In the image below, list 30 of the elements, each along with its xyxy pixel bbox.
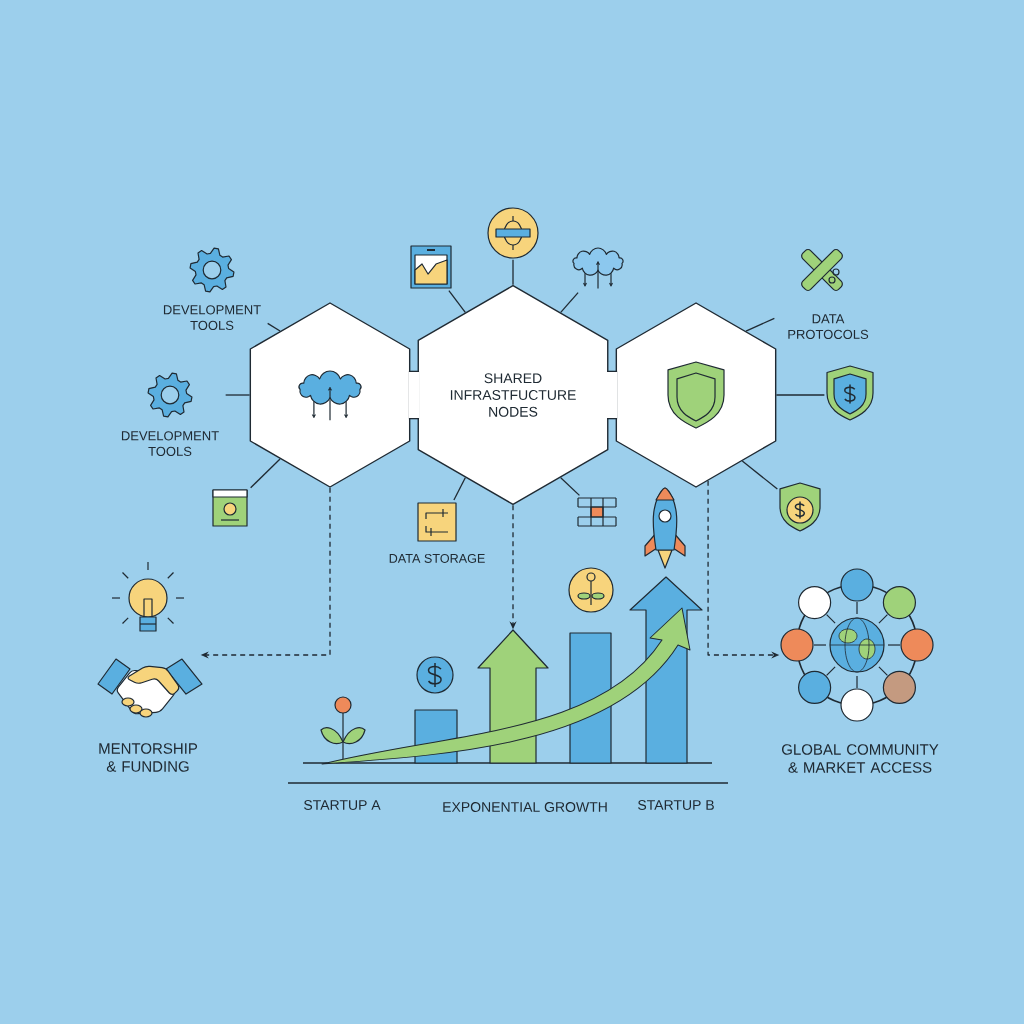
connector-line <box>250 458 281 489</box>
connector-line <box>512 259 514 286</box>
axis-label: EXPONENTIAL GROWTH <box>443 802 607 812</box>
text-label: DATA PROTOCOLS <box>788 314 869 339</box>
grid-icon <box>577 497 617 527</box>
connector-band <box>607 370 618 420</box>
cloud-icon <box>572 247 624 290</box>
text-label: DEVELOPMENT TOOLS <box>121 431 219 456</box>
axis-label: STARTUP B <box>638 800 714 810</box>
connector-line <box>225 394 251 396</box>
axis-label: STARTUP A <box>304 800 381 810</box>
connector-band <box>408 370 420 420</box>
connector-line <box>448 290 466 313</box>
text-label: DATA STORAGE <box>389 553 485 563</box>
connector-line <box>267 322 281 332</box>
connector-line <box>453 477 466 501</box>
chart-window-icon <box>410 245 452 289</box>
text-label: MENTORSHIP & FUNDING <box>99 743 198 772</box>
text-label: GLOBAL COMMUNITY & MARKET ACCESS <box>782 744 939 773</box>
connector-line <box>775 394 825 396</box>
browser-icon <box>212 489 248 527</box>
text-label: DEVELOPMENT TOOLS <box>163 305 261 330</box>
shield-icon <box>826 365 874 421</box>
circle-icon <box>487 207 539 259</box>
connector-line <box>741 460 778 490</box>
shield-icon <box>779 482 821 532</box>
connector-line <box>560 292 579 313</box>
hexagon-node: SHARED INFRASTFUCTURE NODES <box>417 284 609 506</box>
connector-line <box>560 477 581 496</box>
connector-line <box>745 317 775 332</box>
